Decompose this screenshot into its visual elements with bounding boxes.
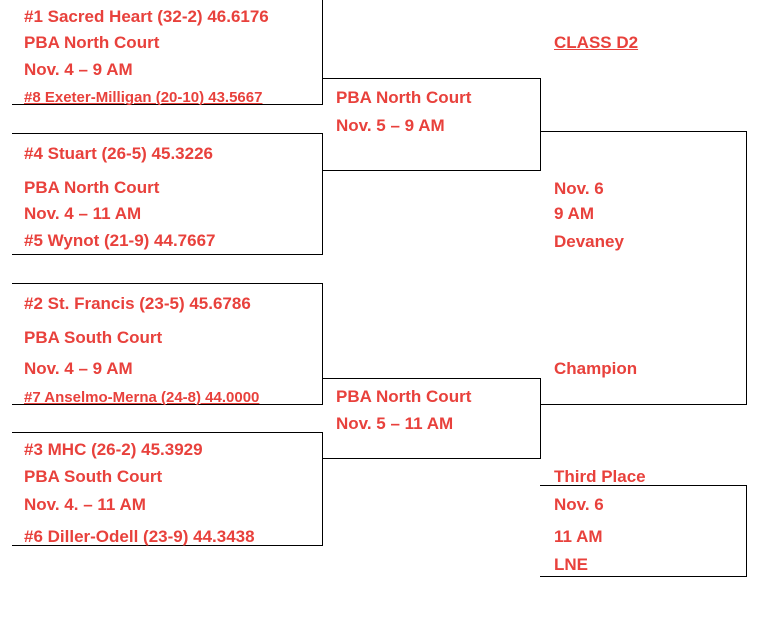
bracket-line <box>12 254 323 255</box>
qf1-bottom-team: #8 Exeter-Milligan (20-10) 43.5667 <box>24 89 263 106</box>
bracket-line <box>12 432 323 433</box>
bracket-line <box>540 485 747 486</box>
qf2-bottom-team: #5 Wynot (21-9) 44.7667 <box>24 231 216 250</box>
bracket-line <box>746 485 747 577</box>
qf3-bottom-team: #7 Anselmo-Merna (24-8) 44.0000 <box>24 389 260 406</box>
bracket-line <box>540 576 747 577</box>
third-place-date: Nov. 6 <box>554 495 604 514</box>
qf1-court: PBA North Court <box>24 33 160 52</box>
bracket-line <box>322 133 323 255</box>
bracket-line <box>12 133 323 134</box>
bracket-line <box>322 378 541 379</box>
bracket-line <box>322 458 541 459</box>
bracket-line <box>12 404 323 405</box>
qf4-top-team: #3 MHC (26-2) 45.3929 <box>24 440 203 459</box>
qf3-time: Nov. 4 – 9 AM <box>24 359 133 378</box>
bracket-line <box>322 0 323 104</box>
bracket-line <box>540 131 747 132</box>
bracket-line <box>322 78 541 79</box>
final-time: 9 AM <box>554 204 594 223</box>
final-venue: Devaney <box>554 232 624 251</box>
qf3-court: PBA South Court <box>24 328 163 347</box>
sf1-court: PBA North Court <box>336 88 472 107</box>
final-date: Nov. 6 <box>554 179 604 198</box>
bracket-line <box>12 104 323 105</box>
bracket-line <box>540 378 541 459</box>
sf1-time: Nov. 5 – 9 AM <box>336 116 445 135</box>
champion-label: Champion <box>554 359 638 378</box>
qf4-court: PBA South Court <box>24 467 163 486</box>
bracket-line <box>12 545 323 546</box>
qf1-time: Nov. 4 – 9 AM <box>24 60 133 79</box>
bracket-line <box>322 432 323 546</box>
qf2-time: Nov. 4 – 11 AM <box>24 204 142 223</box>
third-place-time: 11 AM <box>554 527 603 546</box>
sf2-court: PBA North Court <box>336 387 472 406</box>
sf2-time: Nov. 5 – 11 AM <box>336 414 454 433</box>
third-place-venue: LNE <box>554 555 588 574</box>
qf2-court: PBA North Court <box>24 178 160 197</box>
third-place-label: Third Place <box>554 467 646 486</box>
bracket-line <box>322 170 541 171</box>
bracket-line <box>322 283 323 405</box>
qf4-time: Nov. 4. – 11 AM <box>24 495 146 514</box>
qf4-bottom-team: #6 Diller-Odell (23-9) 44.3438 <box>24 527 255 546</box>
qf2-top-team: #4 Stuart (26-5) 45.3226 <box>24 144 213 163</box>
qf1-top-team: #1 Sacred Heart (32-2) 46.6176 <box>24 7 269 26</box>
bracket-line <box>746 131 747 405</box>
bracket-title: CLASS D2 <box>554 33 639 52</box>
bracket-line <box>12 283 323 284</box>
bracket-line <box>540 404 747 405</box>
qf3-top-team: #2 St. Francis (23-5) 45.6786 <box>24 294 251 313</box>
bracket-line <box>540 78 541 171</box>
